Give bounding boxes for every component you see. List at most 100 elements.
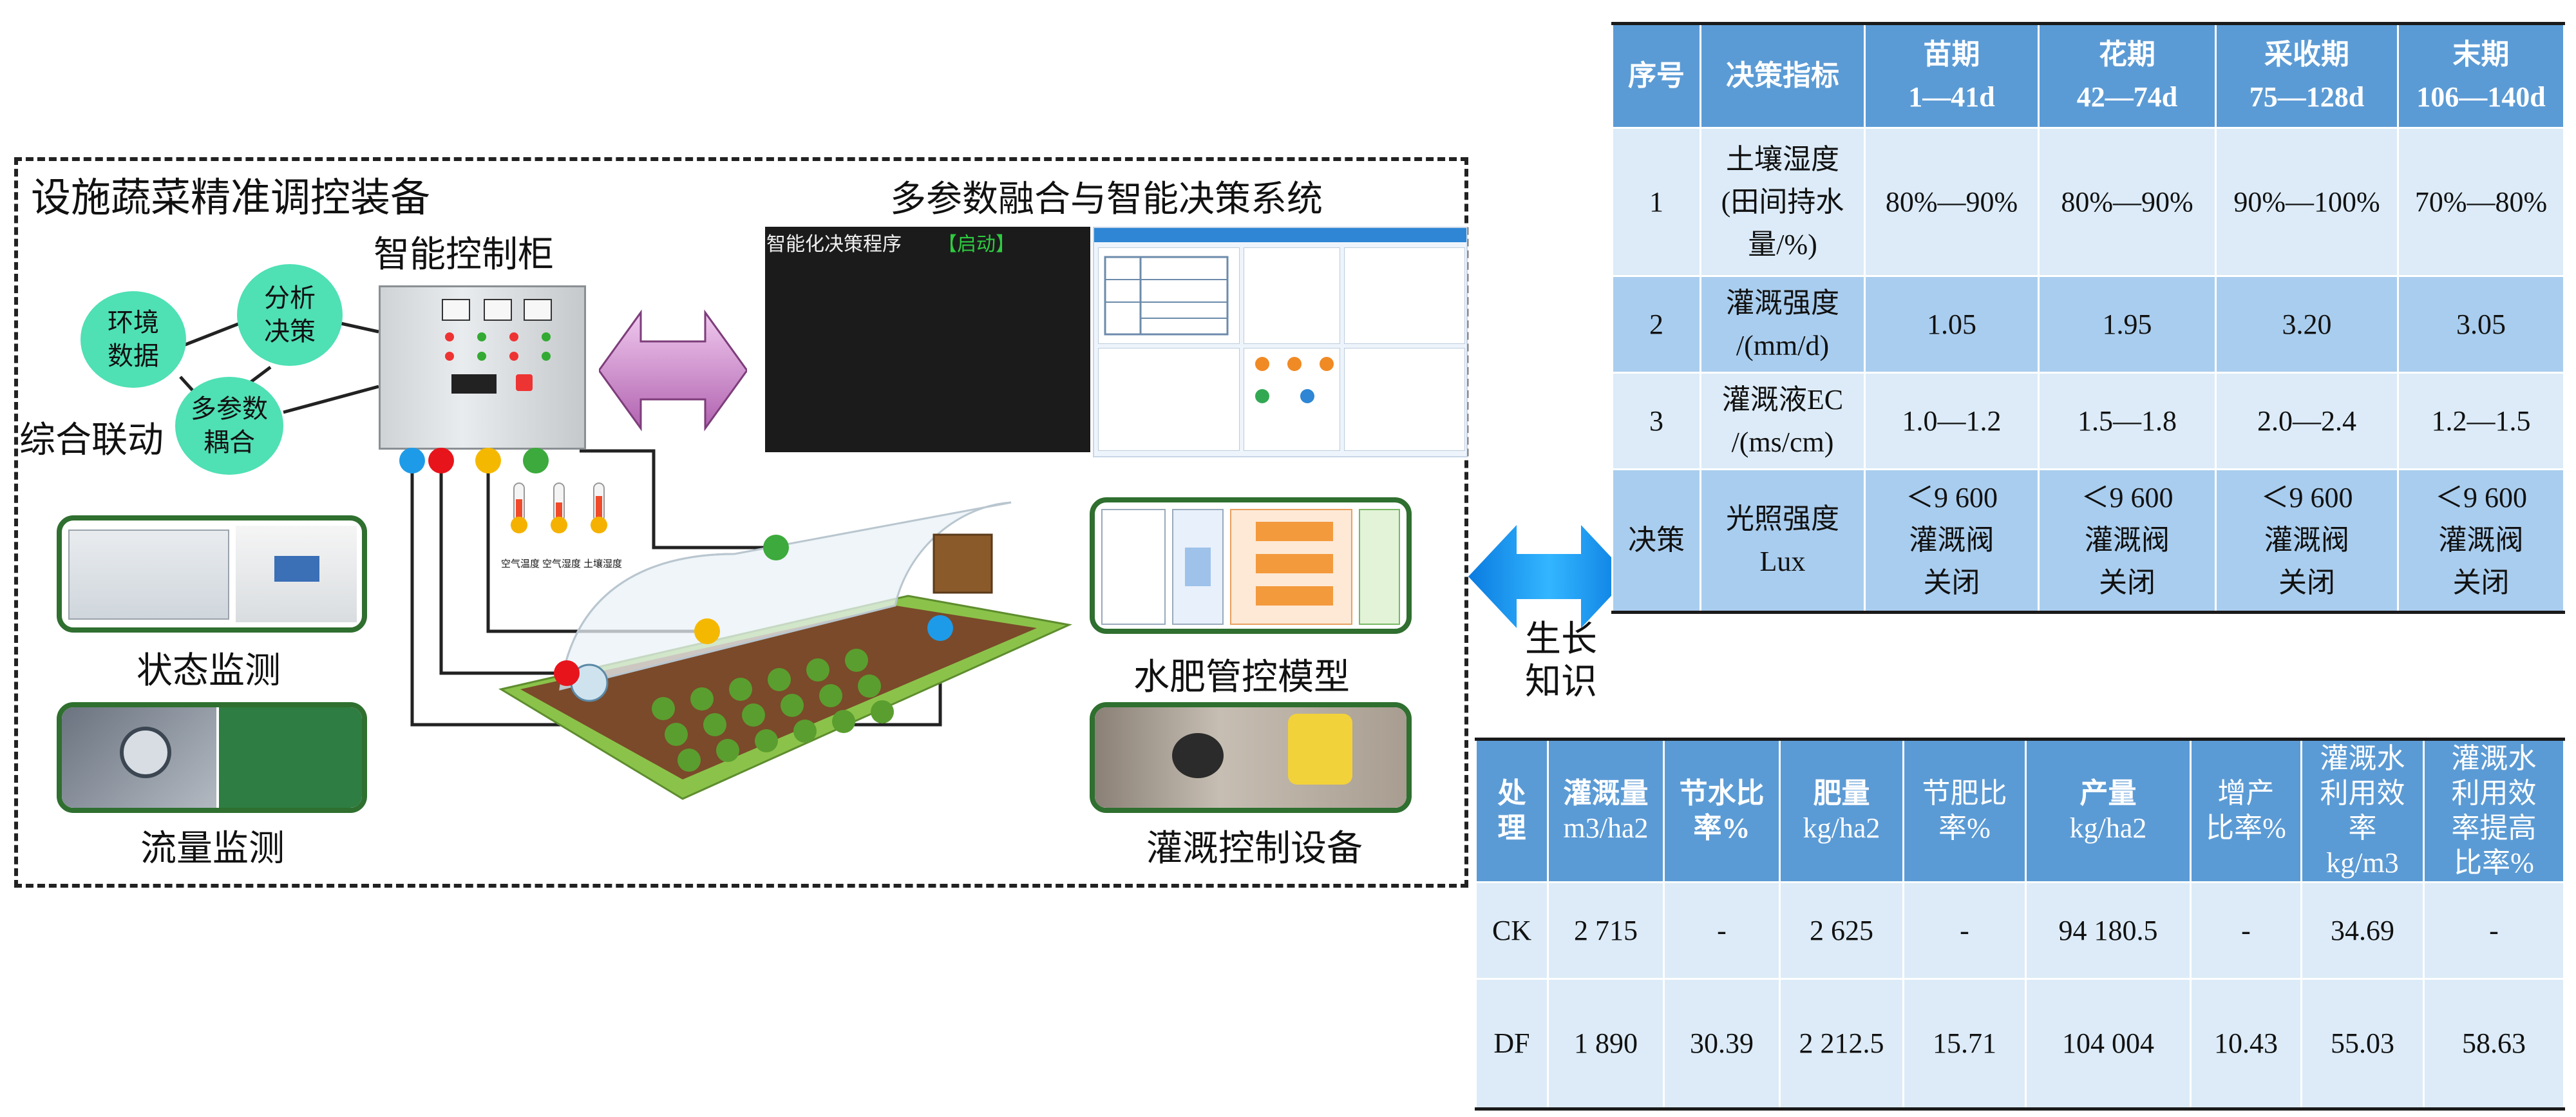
- state-monitor-label: 状态监测: [137, 650, 281, 692]
- bottom-table-cell: 55.03: [2300, 979, 2425, 1110]
- sensor-label-air-humidity: 空气湿度: [542, 558, 582, 569]
- dot-yellow-cabinet: [475, 448, 501, 473]
- dot-green-cabinet: [523, 448, 549, 473]
- dot-blue-cabinet: [399, 448, 425, 473]
- sensor-label-air-temp: 空气温度: [501, 558, 540, 569]
- bottom-table-cell: 10.43: [2190, 979, 2302, 1110]
- dot-red-cabinet: [428, 448, 454, 473]
- bottom-table-cell: 2 625: [1779, 882, 1904, 980]
- bottom-table-cell: 1 890: [1547, 979, 1665, 1110]
- bottom-header-cell: 增产比率%: [2190, 739, 2302, 883]
- top-table-cell: 80%—90%: [1864, 128, 2040, 277]
- double-arrow-purple: [599, 309, 747, 432]
- bubble-analysis: 分析决策: [237, 264, 343, 366]
- dot-yellow-field: [694, 618, 720, 644]
- top-table-cell: 1.0—1.2: [1864, 372, 2040, 470]
- bottom-table-cell: -: [1663, 882, 1781, 980]
- linkage-label: 综合联动: [19, 419, 164, 461]
- control-cabinet: [379, 285, 586, 450]
- top-table-cell: 3.05: [2397, 276, 2565, 374]
- bottom-table-cell: 58.63: [2423, 979, 2565, 1110]
- bottom-header-cell: 节水比率%: [1663, 739, 1781, 883]
- bottom-table-cell: 34.69: [2300, 882, 2425, 980]
- bottom-table-cell: -: [2190, 882, 2302, 980]
- dot-red-field: [554, 660, 580, 686]
- growth-knowledge-label: 生长 知识: [1525, 618, 1597, 703]
- top-table-cell: 80%—90%: [2038, 128, 2217, 277]
- top-table-cell: 70%—80%: [2397, 128, 2565, 277]
- double-arrow-blue: [1468, 525, 1629, 628]
- top-table-cell: 1.5—1.8: [2038, 372, 2217, 470]
- equipment-panel: [14, 157, 1468, 888]
- flow-monitor-label: 流量监测: [140, 828, 285, 870]
- irrigation-device-photo: [1090, 702, 1412, 813]
- top-table-cell: 1: [1611, 128, 1701, 277]
- decision-program-screen: 智能化决策程序 【启动】: [765, 227, 1090, 452]
- bubble-env-data: 环境数据: [80, 291, 186, 388]
- flow-monitor-photo: [57, 702, 367, 813]
- top-table-cell: 灌溉液EC/(ms/cm): [1700, 372, 1866, 470]
- bottom-table-cell: -: [1902, 882, 2027, 980]
- top-table-cell: 决策: [1611, 469, 1701, 613]
- cabinet-label: 智能控制柜: [374, 234, 554, 276]
- top-table-cell: 土壤湿度(田间持水量/%): [1700, 128, 1866, 277]
- bottom-table-cell: DF: [1475, 979, 1549, 1110]
- sensor-thermometers: [511, 482, 607, 533]
- top-table-cell: 90%—100%: [2215, 128, 2399, 277]
- bottom-table-cell: 94 180.5: [2025, 882, 2192, 980]
- top-table-cell: 3.20: [2215, 276, 2399, 374]
- dot-green-field: [763, 535, 789, 560]
- top-table-cell: 1.2—1.5: [2397, 372, 2565, 470]
- panel-title: 设施蔬菜精准调控装备: [31, 174, 431, 221]
- greenhouse-illustration: [498, 501, 1073, 800]
- bottom-table-cell: -: [2423, 882, 2565, 980]
- fertigation-model-diagram: [1090, 497, 1412, 634]
- bottom-table-cell: CK: [1475, 882, 1549, 980]
- bottom-table-cell: 2 212.5: [1779, 979, 1904, 1110]
- top-header-cell: 决策指标: [1700, 23, 1866, 129]
- irrigation-device-label: 灌溉控制设备: [1146, 828, 1363, 870]
- fertigation-model-label: 水肥管控模型: [1133, 656, 1350, 698]
- top-table-cell: 灌溉强度/(mm/d): [1700, 276, 1866, 374]
- bottom-header-cell: 处理: [1475, 739, 1549, 883]
- bottom-header-cell: 灌溉水利用效率提高比率%: [2423, 739, 2565, 883]
- top-table-cell: 2: [1611, 276, 1701, 374]
- bubble-fusion: 多参数耦合: [175, 377, 283, 475]
- bottom-header-cell: 节肥比率%: [1902, 739, 2027, 883]
- system-title: 多参数融合与智能决策系统: [890, 178, 1323, 220]
- top-header-cell: 序号: [1611, 23, 1701, 129]
- bottom-table-cell: 15.71: [1902, 979, 2027, 1110]
- bottom-table-cell: 104 004: [2025, 979, 2192, 1110]
- top-table-cell: 1.95: [2038, 276, 2217, 374]
- top-table-cell: 2.0—2.4: [2215, 372, 2399, 470]
- dashboard-screenshot: [1093, 227, 1468, 457]
- bottom-table-cell: 2 715: [1547, 882, 1665, 980]
- sensor-label-soil-moisture: 土壤湿度: [583, 558, 623, 569]
- top-table-cell: 3: [1611, 372, 1701, 470]
- dot-blue-field: [927, 615, 953, 641]
- top-table-cell: 1.05: [1864, 276, 2040, 374]
